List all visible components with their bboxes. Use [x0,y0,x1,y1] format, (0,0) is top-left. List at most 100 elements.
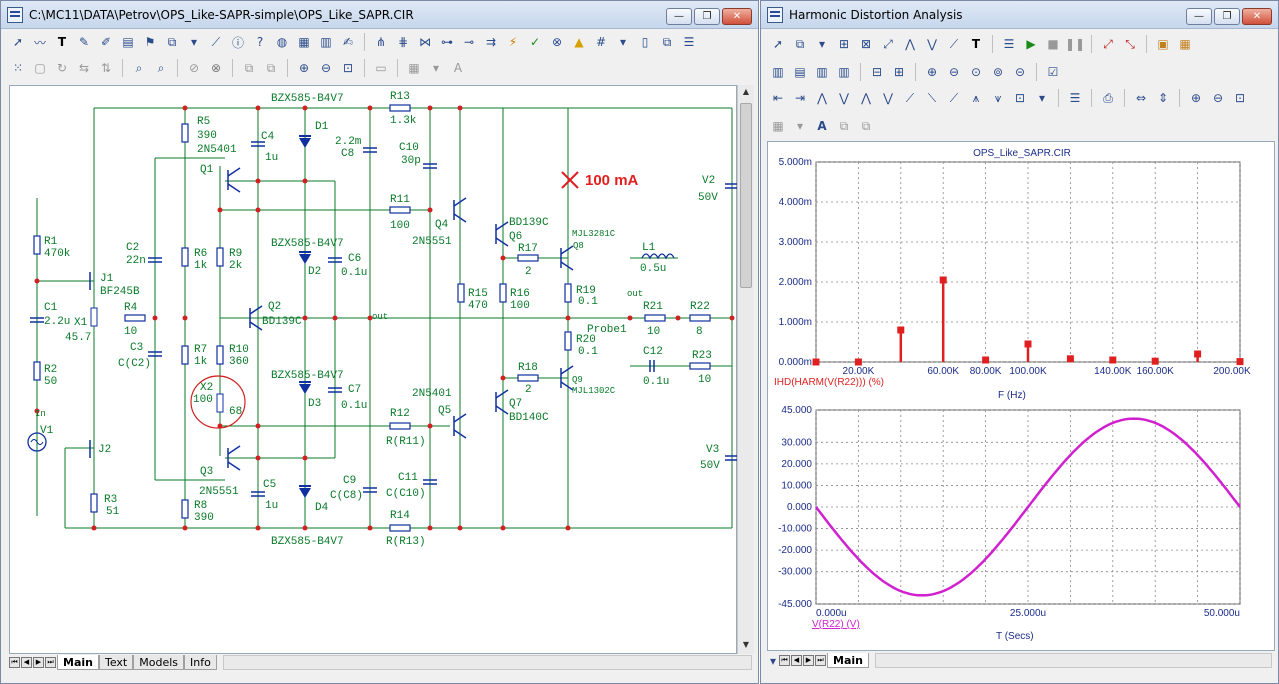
top-icon[interactable]: ⩚ [972,90,980,105]
zoom-in-icon[interactable]: ⊕ [298,61,310,75]
edit-props-icon[interactable]: ✍ [342,35,354,49]
move-icon[interactable]: ⇉ [485,35,497,49]
last-page-icon[interactable]: ⏭ [45,657,56,668]
prev-page-icon[interactable]: ◀ [21,657,32,668]
schematic-canvas[interactable]: BZX585-B4V7 BZX585-B4V7 BZX585-B4V7 BZX5… [9,85,739,654]
properties-icon[interactable]: ☰ [1003,37,1015,51]
scroll-up-icon[interactable]: ▲ [742,87,750,96]
stop-icon[interactable]: ⊘ [188,61,200,75]
zoom-in-icon[interactable]: ⊕ [926,65,938,79]
plus-box-icon[interactable]: ⊞ [893,65,905,79]
layout-3-icon[interactable]: ▥ [816,65,828,79]
zoom-out-icon[interactable]: ⊖ [948,65,960,79]
dropdown-arrow-icon[interactable]: ▾ [190,35,198,49]
tab-info[interactable]: Info [184,655,217,670]
brush-icon[interactable]: ✐ [100,35,112,49]
layout-2-icon[interactable]: ▤ [794,65,806,79]
layout-1-icon[interactable]: ▥ [772,65,784,79]
peak-icon[interactable]: ⋀ [905,37,915,51]
lightning-icon[interactable]: ⚡ [508,35,518,49]
zoom-out-icon[interactable]: ⊖ [320,61,332,75]
zoom-fit-icon[interactable]: ⊡ [342,61,354,75]
scale-icon[interactable]: ⊞ [838,37,850,51]
minimize-button[interactable]: — [666,8,692,25]
page-icon[interactable]: ▯ [641,35,649,49]
zoom-out-icon[interactable]: ⊖ [1212,91,1224,105]
close-button[interactable]: ✕ [1242,8,1272,25]
fit-horizontal-icon[interactable]: ⇔ [1135,91,1147,105]
schematic-titlebar[interactable]: C:\MC11\DATA\Petrov\OPS_Like-SAPR-simple… [1,1,758,29]
scroll-down-icon[interactable]: ▼ [742,640,750,649]
next-page-icon[interactable]: ▶ [803,655,814,666]
last-page-icon[interactable]: ⏭ [815,655,826,666]
ungroup-icon[interactable]: ⧉ [266,60,276,75]
zoom-reset-icon[interactable]: ⊚ [992,65,1004,79]
stop-icon[interactable]: ■ [1047,37,1059,51]
current-icon[interactable]: ⋈ [419,35,431,49]
text-tool-icon[interactable]: T [971,37,981,51]
schematic-hscroll[interactable] [222,655,752,670]
globe-icon[interactable]: ◍ [276,35,288,49]
node-numbers-icon[interactable]: ⋔ [375,35,387,49]
pen-icon[interactable]: ✎ [78,35,90,49]
minimize-button[interactable]: — [1186,8,1212,25]
close-button[interactable]: ✕ [722,8,752,25]
valley-icon[interactable]: ⋁ [927,37,937,51]
minus-box-icon[interactable]: ⊟ [871,65,883,79]
next-peak-icon[interactable]: ⋀ [817,91,827,105]
cancel-icon[interactable]: ⊗ [210,61,222,75]
find-icon[interactable]: ⌕ [135,60,143,75]
copy-tool-icon[interactable]: ⧉ [167,34,177,49]
rotate-icon[interactable]: ↻ [56,61,68,75]
next-low-icon[interactable]: ⋁ [883,91,893,105]
cursor-left-icon[interactable]: ⇤ [772,91,784,105]
first-page-icon[interactable]: ⏮ [9,657,20,668]
grid-tool-icon[interactable]: ▦ [298,35,310,49]
wire-icon[interactable]: 〰 [33,35,46,50]
mirror-icon[interactable]: ⇆ [78,61,90,75]
pages-icon[interactable]: ⧉ [662,34,672,49]
font-icon[interactable]: A [453,61,463,75]
table-icon[interactable]: ▥ [320,35,332,49]
align-icon[interactable]: ⁙ [12,61,24,75]
help-icon[interactable]: ? [256,35,264,49]
zoom-fit-icon[interactable]: ⊙ [970,65,982,79]
group-icon[interactable]: ⧉ [244,60,254,75]
info-icon[interactable]: ⓘ [231,35,244,50]
power-icon[interactable]: ⊶ [441,35,453,49]
zoom-box-icon[interactable]: ⊠ [860,37,872,51]
find-next-icon[interactable]: ⌕ [157,60,165,75]
scroll-thumb[interactable] [740,103,752,288]
pause-icon[interactable]: ❚❚ [1064,37,1086,51]
tab-main[interactable]: Main [57,655,99,670]
zoom-in-icon[interactable]: ⊕ [1190,91,1202,105]
link-icon[interactable]: ⟋ [211,34,221,49]
zoom-fit-icon[interactable]: ⊡ [1234,91,1246,105]
next-valley-icon[interactable]: ⋁ [839,91,849,105]
print-icon[interactable]: ⎙ [1103,90,1113,105]
bottom-icon[interactable]: ⩛ [994,90,1002,105]
inflection-icon[interactable]: ⟋ [905,90,915,105]
maximize-button[interactable]: ❐ [694,8,720,25]
run-icon[interactable]: ▶ [1026,37,1036,51]
dropdown-arrow-icon[interactable]: ▾ [619,35,627,49]
cursor-right-icon[interactable]: ⇥ [794,91,806,105]
flag-icon[interactable]: ⚑ [144,35,156,49]
next-high-icon[interactable]: ⋀ [861,91,871,105]
slope-icon[interactable]: ⟋ [949,36,959,51]
ungroup-icon[interactable]: ⧉ [861,118,871,133]
tag-icon[interactable]: ⊡ [1014,91,1026,105]
analysis-hscroll[interactable] [874,653,1272,668]
font-icon[interactable]: A [817,119,827,133]
check-list-icon[interactable]: ☑ [1047,65,1059,79]
tab-main[interactable]: Main [827,653,869,668]
box-icon[interactable]: ▢ [34,61,46,75]
flip-icon[interactable]: ⇅ [100,61,112,75]
grid-icon[interactable]: ▣ [1157,37,1169,51]
tab-text[interactable]: Text [98,655,134,670]
copy-tool-icon[interactable]: ⧉ [795,36,805,51]
global-high-icon[interactable]: ⟍ [927,90,937,105]
cursor-icon[interactable]: ⤢ [1103,36,1113,51]
next-page-icon[interactable]: ▶ [33,657,44,668]
